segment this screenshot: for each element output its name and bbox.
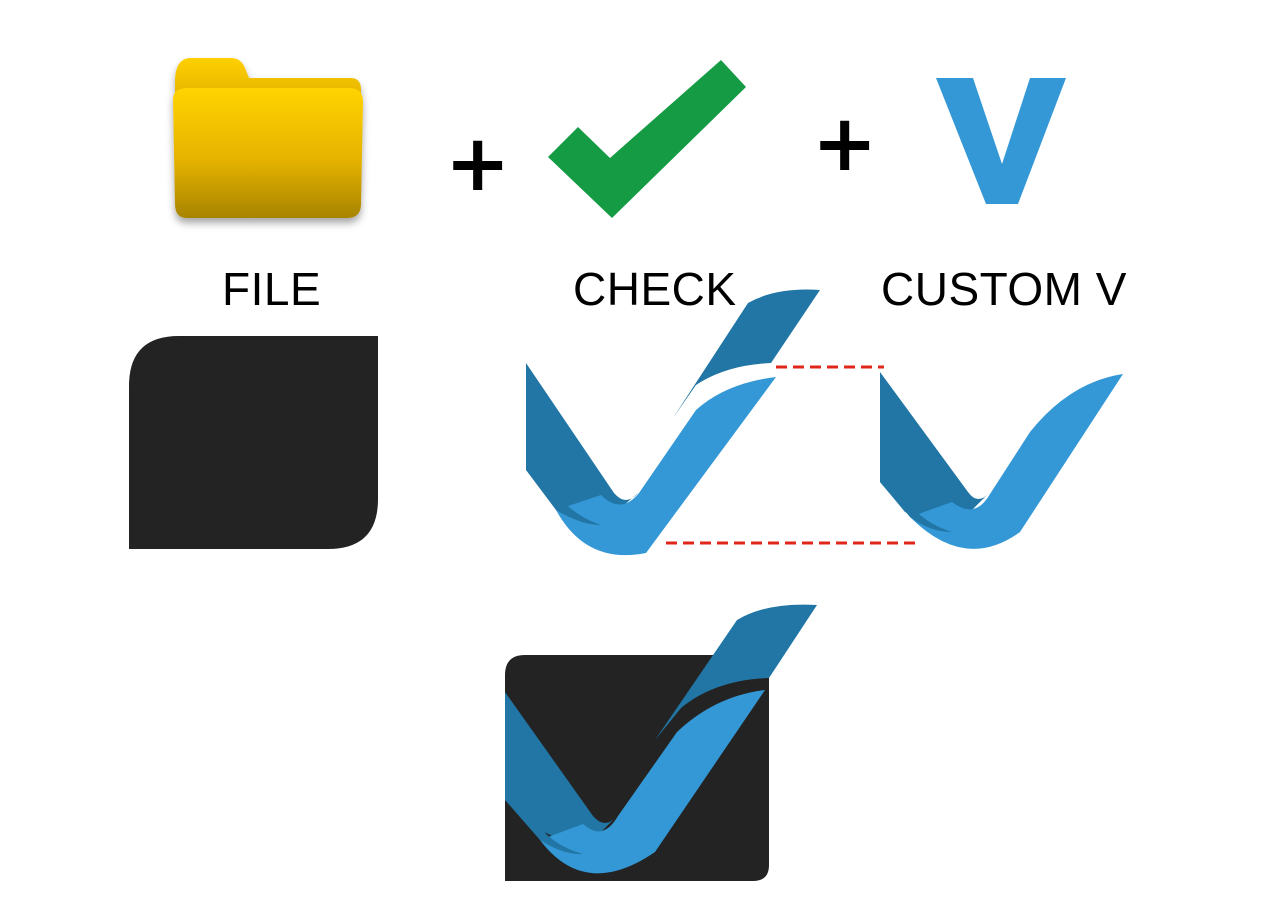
v-checkmark-logo: [526, 289, 820, 556]
file-label: FILE: [222, 263, 322, 315]
plus-operator-2: +: [812, 99, 878, 189]
custom-v-logo: [880, 372, 1123, 549]
check-label: CHECK: [573, 263, 737, 315]
plus-operator-1: +: [445, 119, 511, 209]
rounded-tile-shape: [129, 336, 378, 549]
alignment-guide-bottom: [666, 541, 920, 545]
checked-file-logo: [505, 604, 817, 881]
folder-icon: [173, 58, 363, 218]
letter-v-icon: [936, 78, 1066, 204]
checkmark-icon: [548, 60, 746, 218]
custom-v-label: CUSTOM V: [881, 263, 1127, 315]
alignment-guide-top: [776, 365, 884, 369]
